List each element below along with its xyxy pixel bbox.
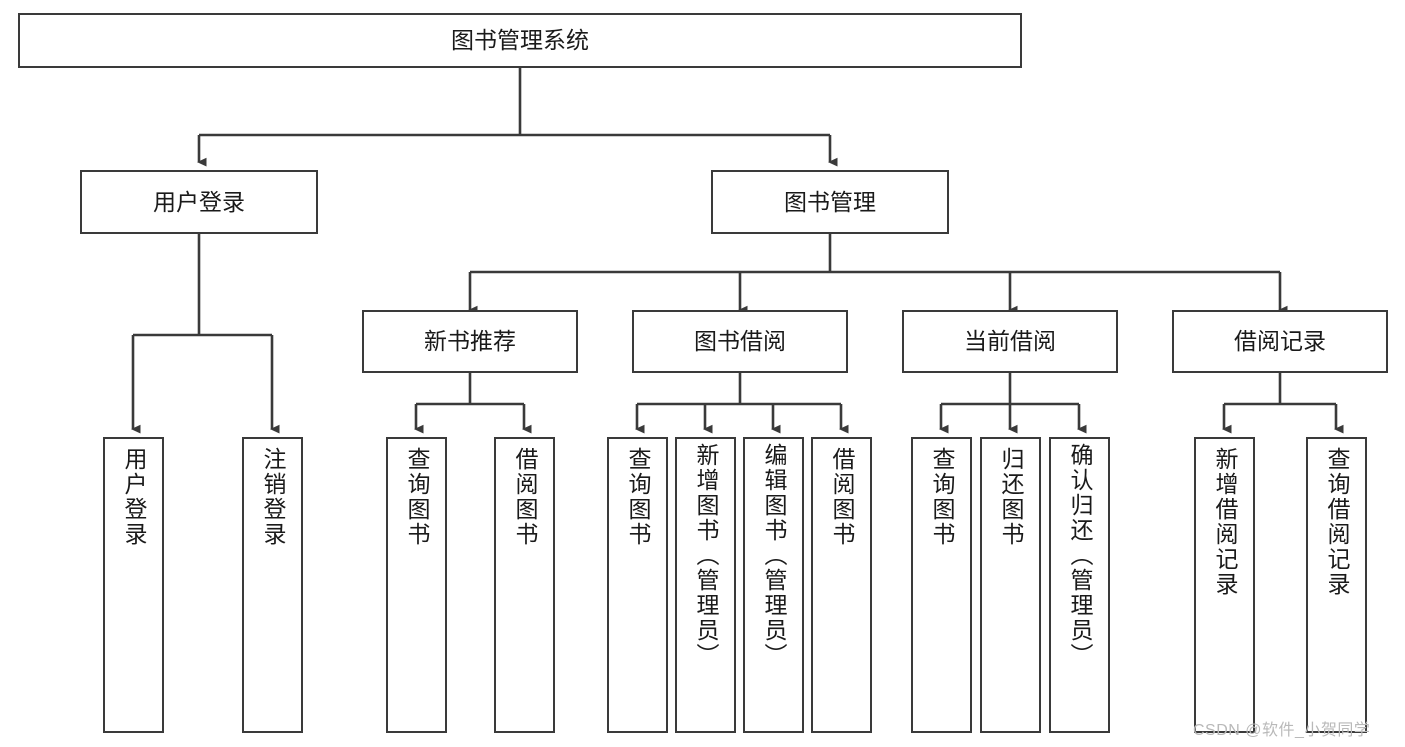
node-book-management[interactable]: 图书管理 — [711, 170, 949, 234]
leaf-user-login-signout[interactable]: 注销登录 — [242, 437, 303, 733]
node-new-book-recommend[interactable]: 新书推荐 — [362, 310, 578, 373]
node-label: 借阅记录 — [1234, 328, 1326, 355]
node-label: 用户登录 — [153, 188, 245, 215]
node-current-borrow[interactable]: 当前借阅 — [902, 310, 1118, 373]
node-label: 查询图书 — [929, 447, 955, 547]
leaf-record-add-record[interactable]: 新增借阅记录 — [1194, 437, 1255, 733]
csdn-watermark: CSDN @软件_小贺同学 — [1193, 722, 1371, 739]
node-label: 查询图书 — [404, 447, 430, 547]
node-book-borrow[interactable]: 图书借阅 — [632, 310, 848, 373]
leaf-current-return-book[interactable]: 归还图书 — [980, 437, 1041, 733]
node-root-system[interactable]: 图书管理系统 — [18, 13, 1022, 68]
leaf-current-confirm-return-admin[interactable]: 确认归还（管理员） — [1049, 437, 1110, 733]
leaf-borrow-edit-book-admin[interactable]: 编辑图书（管理员） — [743, 437, 804, 733]
node-label: 用户登录 — [121, 447, 147, 547]
node-label: 借阅图书 — [512, 447, 538, 547]
leaf-user-login-signin[interactable]: 用户登录 — [103, 437, 164, 733]
node-borrow-record[interactable]: 借阅记录 — [1172, 310, 1388, 373]
node-label: 确认归还（管理员） — [1067, 443, 1093, 668]
node-user-login[interactable]: 用户登录 — [80, 170, 318, 234]
leaf-recommend-borrow-book[interactable]: 借阅图书 — [494, 437, 555, 733]
leaf-borrow-borrow-book[interactable]: 借阅图书 — [811, 437, 872, 733]
leaf-borrow-add-book-admin[interactable]: 新增图书（管理员） — [675, 437, 736, 733]
node-label: 新书推荐 — [424, 328, 516, 355]
node-label: 图书管理 — [784, 188, 876, 215]
node-label: 查询图书 — [625, 447, 651, 547]
leaf-borrow-query-book[interactable]: 查询图书 — [607, 437, 668, 733]
leaf-recommend-query-book[interactable]: 查询图书 — [386, 437, 447, 733]
leaf-current-query-book[interactable]: 查询图书 — [911, 437, 972, 733]
node-label: 注销登录 — [260, 447, 286, 547]
node-label: 归还图书 — [998, 447, 1024, 547]
node-label: 当前借阅 — [964, 328, 1056, 355]
node-label: 新增图书（管理员） — [693, 443, 719, 668]
node-label: 编辑图书（管理员） — [761, 443, 787, 668]
leaf-record-query-record[interactable]: 查询借阅记录 — [1306, 437, 1367, 733]
node-label: 图书管理系统 — [451, 27, 589, 54]
node-label: 借阅图书 — [829, 447, 855, 547]
node-label: 新增借阅记录 — [1212, 447, 1238, 597]
node-label: 图书借阅 — [694, 328, 786, 355]
node-label: 查询借阅记录 — [1324, 447, 1350, 597]
